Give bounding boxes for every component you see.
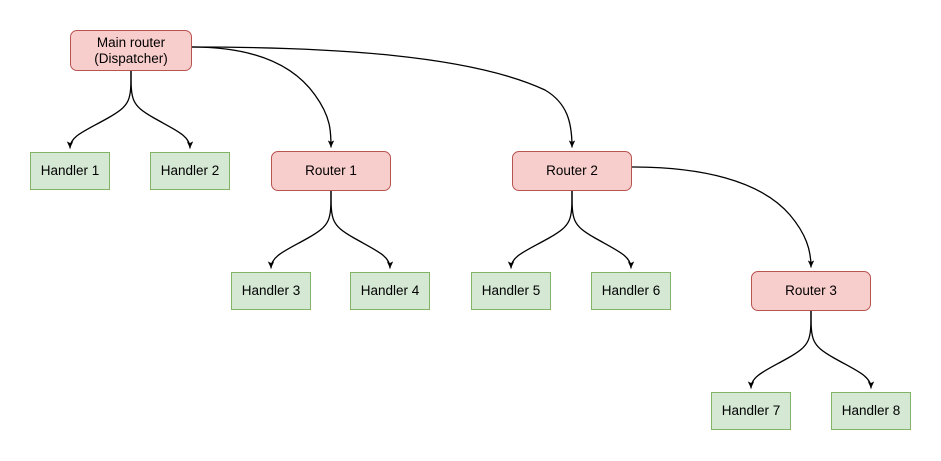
node-handler-6[interactable]: Handler 6 [591, 272, 671, 310]
edge-router-3-to-handler-7 [747, 310, 812, 389]
edge-main-router-to-router-1 [191, 46, 335, 148]
edge-router-2-to-handler-6 [571, 190, 635, 269]
node-label-handler-4: Handler 4 [360, 283, 420, 298]
node-label-handler-8: Handler 8 [841, 403, 901, 418]
edge-main-router-to-handler-2 [130, 70, 194, 149]
node-label-handler-7: Handler 7 [721, 403, 781, 418]
node-handler-1[interactable]: Handler 1 [30, 152, 110, 190]
node-router-1[interactable]: Router 1 [271, 151, 391, 191]
node-label-handler-6: Handler 6 [601, 283, 661, 298]
node-label-main-router: Main router (Dispatcher) [94, 34, 168, 66]
node-main-router[interactable]: Main router (Dispatcher) [70, 30, 192, 71]
edge-main-router-to-handler-1 [66, 70, 132, 149]
node-handler-7[interactable]: Handler 7 [711, 392, 791, 430]
node-label-handler-2: Handler 2 [160, 163, 220, 178]
node-handler-4[interactable]: Handler 4 [350, 272, 430, 310]
edge-router-2-to-handler-5 [507, 190, 573, 269]
node-label-handler-1: Handler 1 [40, 163, 100, 178]
edge-main-router-to-router-2 [191, 46, 576, 148]
node-label-router-1: Router 1 [305, 163, 357, 178]
node-handler-3[interactable]: Handler 3 [231, 272, 311, 310]
edge-paths [66, 46, 875, 389]
edge-router-1-to-handler-3 [267, 190, 332, 269]
node-router-2[interactable]: Router 2 [512, 151, 632, 191]
node-label-handler-5: Handler 5 [481, 283, 541, 298]
node-label-handler-3: Handler 3 [241, 283, 301, 298]
edge-router-2-to-router-3 [631, 166, 815, 268]
node-handler-8[interactable]: Handler 8 [831, 392, 911, 430]
node-label-router-2: Router 2 [546, 163, 598, 178]
edge-router-1-to-handler-4 [330, 190, 394, 269]
node-handler-2[interactable]: Handler 2 [150, 152, 230, 190]
edge-router-3-to-handler-8 [810, 310, 875, 389]
node-label-router-3: Router 3 [785, 283, 837, 298]
node-router-3[interactable]: Router 3 [751, 271, 871, 311]
node-handler-5[interactable]: Handler 5 [471, 272, 551, 310]
